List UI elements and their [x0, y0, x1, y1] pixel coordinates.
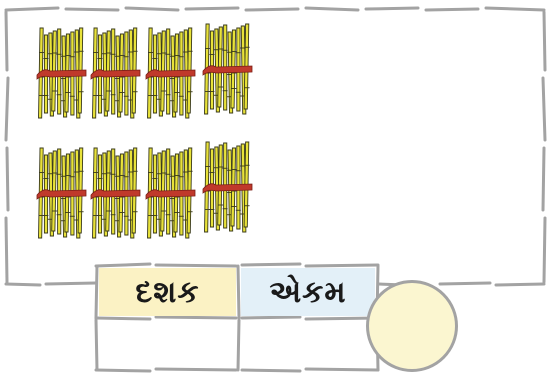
ten-stick-bundle: [202, 20, 254, 118]
ones-answer-cell[interactable]: [241, 321, 375, 368]
ten-stick-bundle: [36, 144, 88, 242]
ten-stick-bundle: [202, 138, 254, 236]
ten-stick-bundle: [145, 144, 197, 242]
tens-header: દશક: [99, 268, 236, 316]
ones-label: એકમ: [269, 275, 346, 310]
tens-answer-cell[interactable]: [99, 321, 236, 368]
ten-stick-bundle: [36, 24, 88, 122]
ten-stick-bundle: [90, 24, 142, 122]
decorative-circle: [366, 280, 458, 372]
ten-stick-bundle: [90, 144, 142, 242]
ten-stick-bundle: [145, 24, 197, 122]
ones-header: એકમ: [241, 268, 375, 316]
tens-label: દશક: [135, 275, 199, 310]
